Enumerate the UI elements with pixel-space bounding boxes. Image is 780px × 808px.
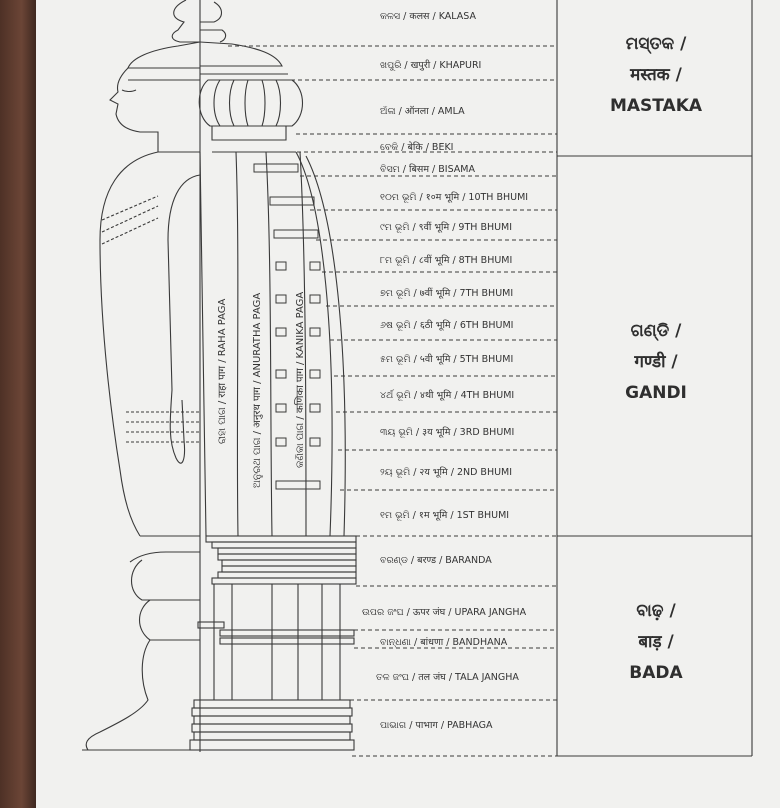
level-label-bhumi-2: ୨ୟ ଭୂମି / २य भूमि / 2ND BHUMI	[380, 467, 513, 478]
info-board	[36, 0, 780, 808]
paga-label-kanika: କଣିକା ପାଗ / कणिका पाग / KANIKA PAGA	[295, 291, 306, 468]
level-label-bhumi-5: ୫ମ ଭୂମି / ५वी भूमि / 5TH BHUMI	[380, 354, 514, 365]
level-label-kalasa: କଳସ / कलस / KALASA	[380, 11, 476, 22]
paga-label-anuratha: ଅନୁରଥ ପାଗ / अनुरथ पाग / ANURATHA PAGA	[252, 292, 263, 488]
section-bada: ବାଢ଼ / बाड़ / BADA	[557, 596, 755, 689]
section-mastaka-english: MASTAKA	[609, 96, 703, 116]
paga-label-raha: ରାହା ପାଗ / राहा पाग / RAHA PAGA	[217, 298, 228, 444]
section-table	[556, 0, 753, 757]
baranda-mouldings	[205, 535, 357, 585]
paga-ornaments	[253, 163, 321, 490]
level-dividers	[228, 45, 557, 757]
section-mastaka: ମସ୍ତକ / मस्तक / MASTAKA	[557, 29, 755, 122]
level-label-baranda: ବରଣ୍ଡ / बरण्ड / BARANDA	[380, 555, 492, 566]
level-label-bandhana: ବାନ୍ଧଣା / बांधणा / BANDHANA	[380, 637, 508, 648]
pabhaga-mouldings	[189, 699, 355, 751]
level-label-bhumi-4: ୪ର୍ଥ ଭୂମି / ४थी भूमि / 4TH BHUMI	[380, 390, 515, 401]
level-label-upara-jangha: ଉପର ଜଂଘ / ऊपर जंघ / UPARA JANGHA	[362, 607, 527, 618]
temple-spire	[189, 0, 357, 752]
section-bada-odia: ବାଢ଼ /	[636, 601, 676, 621]
section-mastaka-hindi: मस्तक /	[630, 65, 682, 85]
level-label-bisama: ବିସମ / बिसम / BISAMA	[380, 164, 475, 175]
wooden-frame	[0, 0, 36, 808]
section-gandi-odia: ଗଣ୍ଡି /	[630, 321, 682, 341]
level-label-bhumi-7: ୭ମ ଭୂମି / ७वीं भूमि / 7TH BHUMI	[380, 288, 514, 299]
level-label-bhumi-8: ୮ମ ଭୂମି / ८वीं भूमि / 8TH BHUMI	[380, 255, 513, 266]
human-figure	[82, 0, 201, 751]
section-mastaka-odia: ମସ୍ତକ /	[625, 34, 687, 54]
jangha-pillars	[197, 584, 355, 700]
level-label-bhumi-3: ୩ୟ ଭୂମି / ३य भूमि / 3RD BHUMI	[380, 427, 515, 438]
level-label-tala-jangha: ତଳ ଜଂଘ / तल जंघ / TALA JANGHA	[376, 672, 519, 683]
level-label-bhumi-10: ୧୦ମ ଭୂମି / १०म भूमि / 10TH BHUMI	[380, 192, 529, 203]
level-label-amla: ଅଁଳା / ऑनला / AMLA	[380, 106, 465, 117]
section-gandi-english: GANDI	[625, 383, 687, 403]
level-label-bhumi-6: ୬ଷ ଭୂମି / ६ठी भूमि / 6TH BHUMI	[380, 320, 514, 331]
level-label-khapuri: ଖପୁରି / खपुरी / KHAPURI	[380, 60, 482, 71]
section-bada-english: BADA	[629, 663, 683, 683]
level-label-bhumi-9: ୯ମ ଭୂମି / ९वीं भूमि / 9TH BHUMI	[380, 222, 513, 233]
section-gandi: ଗଣ୍ଡି / गण्डी / GANDI	[557, 316, 755, 409]
section-bada-hindi: बाड़ /	[638, 632, 674, 652]
level-label-bhumi-1: ୧ମ ଭୂମି / १म भूमि / 1ST BHUMI	[380, 510, 510, 521]
section-gandi-hindi: गण्डी /	[634, 352, 678, 372]
level-label-pabhaga: ପାଭାଗ / पाभाग / PABHAGA	[380, 720, 493, 731]
level-label-beki: ବେକି / बेकि / BEKI	[380, 142, 454, 153]
